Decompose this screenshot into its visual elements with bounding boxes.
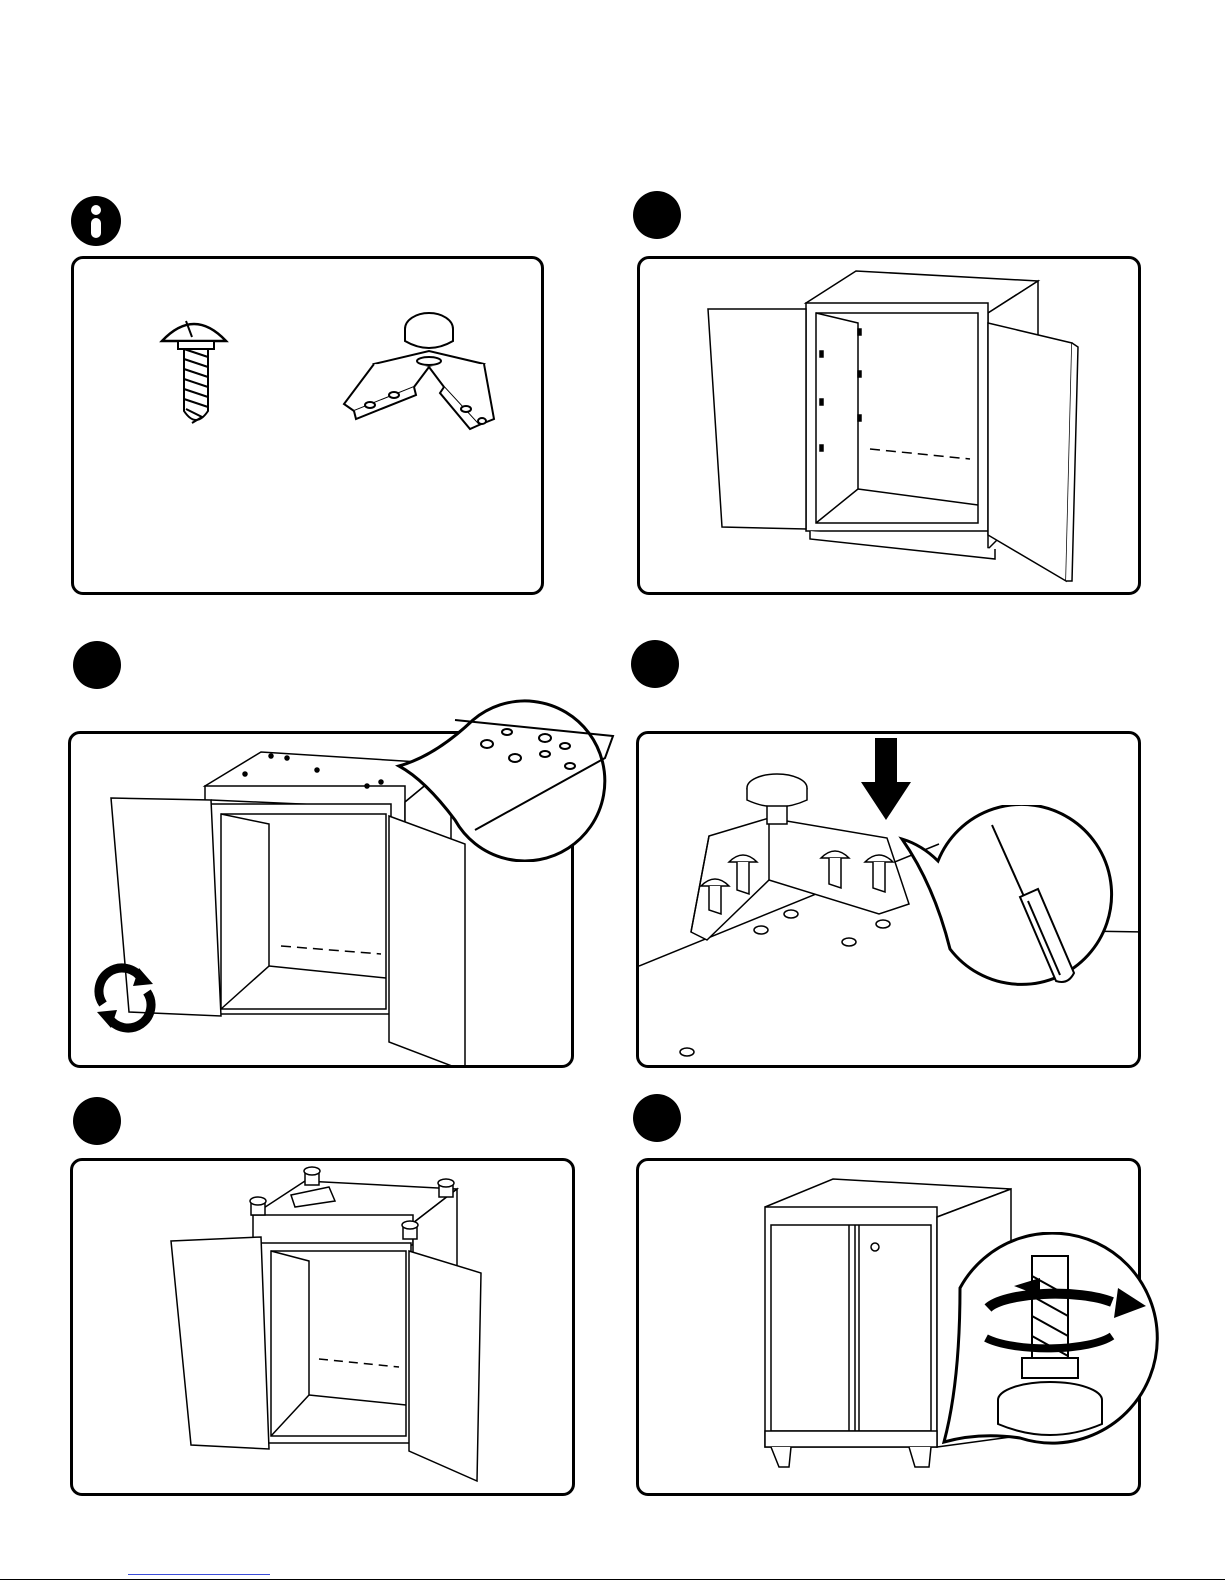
parts-illustration — [74, 259, 544, 595]
rotate-arrows-icon — [89, 962, 161, 1034]
screwdriver-callout — [898, 805, 1123, 1000]
footer-link-underline[interactable] — [128, 1574, 270, 1575]
panel-step-4 — [70, 1158, 575, 1496]
step-1-marker — [633, 191, 681, 239]
info-icon — [71, 196, 121, 246]
screw-icon — [162, 321, 226, 423]
panel-info-parts — [71, 256, 544, 595]
top-holes-callout — [395, 680, 630, 862]
leveling-foot-bracket-icon — [344, 313, 494, 429]
open-cabinet-illustration — [640, 259, 1141, 595]
step-5-marker — [633, 1094, 681, 1142]
cabinet-with-feet-illustration — [73, 1161, 575, 1496]
footer-rule — [0, 1579, 1225, 1580]
step-2-marker — [73, 641, 121, 689]
step-4-marker — [73, 1097, 121, 1145]
step-3-marker — [631, 640, 679, 688]
leveling-foot-callout — [940, 1232, 1162, 1452]
panel-step-1 — [637, 256, 1141, 595]
